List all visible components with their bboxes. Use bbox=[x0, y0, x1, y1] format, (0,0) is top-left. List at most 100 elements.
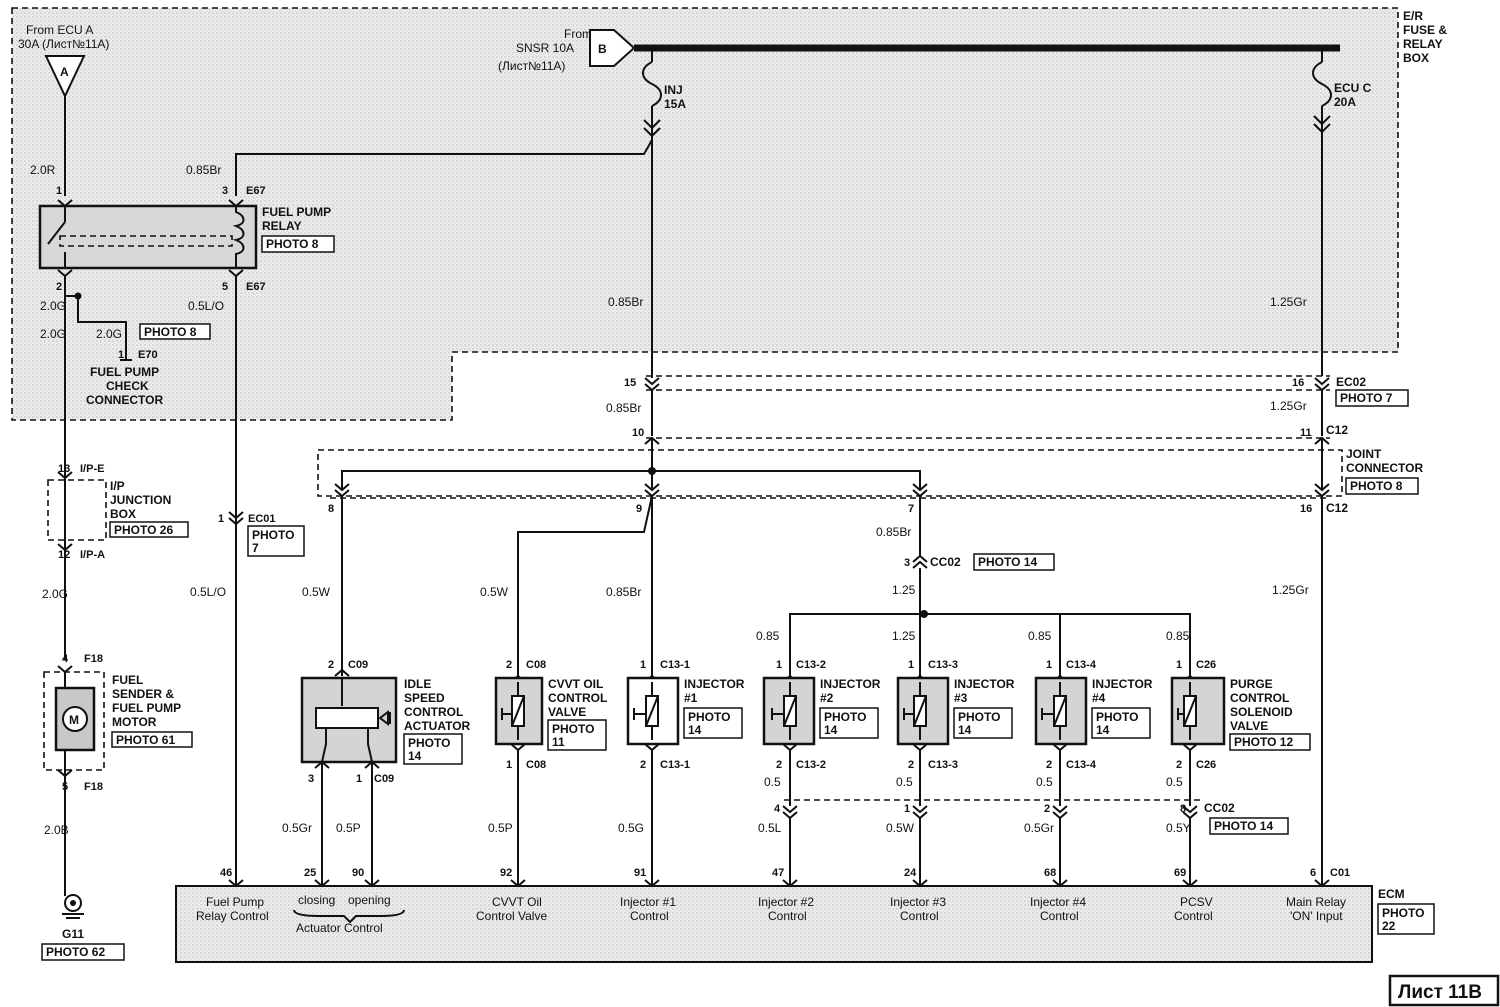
joint-pin-9: 9 bbox=[636, 503, 642, 515]
ecm-label-fp-1: Fuel Pump bbox=[206, 895, 264, 909]
cc02-bottom-photo: PHOTO 14 bbox=[1214, 819, 1273, 833]
wire-label-0-85br-d: 0.85Br bbox=[876, 525, 911, 539]
wire-label-2-0r: 2.0R bbox=[30, 163, 56, 177]
pcsv-pin-1: 1 bbox=[1176, 659, 1182, 671]
wire-label-0-5w-b: 0.5W bbox=[480, 585, 509, 599]
pcsv-connector-top: C26 bbox=[1196, 659, 1216, 671]
isca-connector-top: C09 bbox=[348, 659, 368, 671]
ec02-photo: PHOTO 7 bbox=[1340, 391, 1393, 405]
cvvt-photo-2: 11 bbox=[552, 735, 565, 749]
motor-photo: PHOTO 61 bbox=[116, 733, 175, 747]
inj2-pin-top: 1 bbox=[776, 659, 782, 671]
wire-label-1-25gr-c: 1.25Gr bbox=[1272, 583, 1309, 597]
isca-photo-1: PHOTO bbox=[408, 736, 450, 750]
ipj-connector-e: I/P-E bbox=[80, 463, 104, 475]
c12-name-bottom: C12 bbox=[1326, 501, 1348, 515]
isca-photo-2: 14 bbox=[408, 749, 422, 763]
wire-label-2-0g-c: 2.0G bbox=[96, 327, 122, 341]
ecm-label-mr-2: 'ON' Input bbox=[1290, 909, 1343, 923]
ec01-name: EC01 bbox=[248, 513, 276, 525]
wire-label-0-5w-a: 0.5W bbox=[302, 585, 331, 599]
wire-label-0-5gr-b: 0.5Gr bbox=[1024, 821, 1054, 835]
wire-label-0-85-pcsv: 0.85 bbox=[1166, 629, 1190, 643]
ecm-label-cvvt-1: CVVT Oil bbox=[492, 895, 542, 909]
wire-label-1-25: 1.25 bbox=[892, 583, 916, 597]
inj2-title-1: INJECTOR bbox=[820, 677, 881, 691]
inj2-photo-1: PHOTO bbox=[824, 710, 866, 724]
ground-photo: PHOTO 62 bbox=[46, 945, 105, 959]
wire-label-0-5w-c: 0.5W bbox=[886, 821, 915, 835]
ecm-label-fp-2: Relay Control bbox=[196, 909, 269, 923]
isca-title-4: ACTUATOR bbox=[404, 719, 471, 733]
cvvt-pin-2: 2 bbox=[506, 659, 512, 671]
fuel-sender-box bbox=[43, 671, 105, 771]
relay-coil bbox=[232, 206, 245, 268]
motor-title-1: FUEL bbox=[112, 673, 143, 687]
wire-label-0-5-inj2: 0.5 bbox=[764, 775, 781, 789]
pcsv-connector-bottom: C26 bbox=[1196, 759, 1216, 771]
fp-check-photo: PHOTO 8 bbox=[144, 325, 197, 339]
wire-label-2-0g-a: 2.0G bbox=[40, 299, 66, 313]
relay-pin-1: 1 bbox=[56, 185, 62, 197]
inj4-photo-1: PHOTO bbox=[1096, 710, 1138, 724]
cvvt-pin-1: 1 bbox=[506, 759, 512, 771]
inj1-pin-top: 1 bbox=[640, 659, 646, 671]
wire-label-0-85br-b: 0.85Br bbox=[606, 401, 641, 415]
ipj-title-2: JUNCTION bbox=[110, 493, 171, 507]
isca-connector-bottom: C09 bbox=[374, 773, 394, 785]
wire-label-0-85br-relay: 0.85Br bbox=[186, 163, 221, 177]
wire-label-0-85-inj4: 0.85 bbox=[1028, 629, 1052, 643]
joint-connector-name-1: JOINT bbox=[1346, 447, 1382, 461]
joint-connector-name-2: CONNECTOR bbox=[1346, 461, 1423, 475]
cc02-pin-3: 3 bbox=[904, 557, 910, 569]
ecm-label-pcsv-1: PCSV bbox=[1180, 895, 1213, 909]
ecm-pin-47: 47 bbox=[772, 867, 784, 879]
wire-label-0-5y: 0.5Y bbox=[1166, 821, 1191, 835]
wire-label-0-5g: 0.5G bbox=[618, 821, 644, 835]
cvvt-title-2: CONTROL bbox=[548, 691, 607, 705]
inj3-connector-top: C13-3 bbox=[928, 659, 958, 671]
joint-pin-8: 8 bbox=[328, 503, 334, 515]
motor-title-3: FUEL PUMP bbox=[112, 701, 181, 715]
ecm-photo-1: PHOTO bbox=[1382, 906, 1424, 920]
ipj-title-3: BOX bbox=[110, 507, 136, 521]
ecm-label-inj1-2: Control bbox=[630, 909, 669, 923]
inj4-connector-top: C13-4 bbox=[1066, 659, 1097, 671]
inj1-title-2: #1 bbox=[684, 691, 698, 705]
motor-connector-bottom: F18 bbox=[84, 781, 103, 793]
wire-label-0-5-inj4: 0.5 bbox=[1036, 775, 1053, 789]
purge-control-solenoid-valve bbox=[1170, 676, 1226, 746]
inj3-photo-1: PHOTO bbox=[958, 710, 1000, 724]
inj4-photo-2: 14 bbox=[1096, 723, 1110, 737]
ecm-pin-92: 92 bbox=[500, 867, 512, 879]
ecm-label-inj1-1: Injector #1 bbox=[620, 895, 676, 909]
inj4-title-2: #4 bbox=[1092, 691, 1106, 705]
ec02-pin-15: 15 bbox=[624, 377, 636, 389]
cc02-bottom-name: CC02 bbox=[1204, 801, 1235, 815]
inj-fuse-name: INJ bbox=[664, 83, 683, 97]
ecm-name: ECM bbox=[1378, 887, 1405, 901]
inj1-connector-bottom: C13-1 bbox=[660, 759, 690, 771]
ecm-pin-6: 6 bbox=[1310, 867, 1316, 879]
ecu-c-fuse bbox=[1312, 61, 1332, 107]
ecu-c-fuse-name: ECU C bbox=[1334, 81, 1372, 95]
isca-title-3: CONTROL bbox=[404, 705, 463, 719]
ip-junction-box bbox=[47, 479, 107, 541]
relay-pin-2: 2 bbox=[56, 281, 62, 293]
source-a-amp: 30A (Лист№11A) bbox=[18, 37, 109, 51]
motor-pin-4: 4 bbox=[62, 653, 69, 665]
er-fuse-relay-box-area bbox=[11, 7, 1399, 421]
wire-label-0-85br-c: 0.85Br bbox=[606, 585, 641, 599]
ec01-photo-1: PHOTO bbox=[252, 528, 294, 542]
source-b-ref: (Лист№11A) bbox=[498, 59, 565, 73]
relay-pin-5: 5 bbox=[222, 281, 228, 293]
inj4-title-1: INJECTOR bbox=[1092, 677, 1153, 691]
pcsv-title-1: PURGE bbox=[1230, 677, 1273, 691]
ecm-label-pcsv-2: Control bbox=[1174, 909, 1213, 923]
ground-name: G11 bbox=[62, 927, 84, 941]
cvvt-connector-bottom: C08 bbox=[526, 759, 546, 771]
wire-label-2-0b: 2.0B bbox=[44, 823, 69, 837]
wire-label-0-5p-a: 0.5P bbox=[336, 821, 361, 835]
